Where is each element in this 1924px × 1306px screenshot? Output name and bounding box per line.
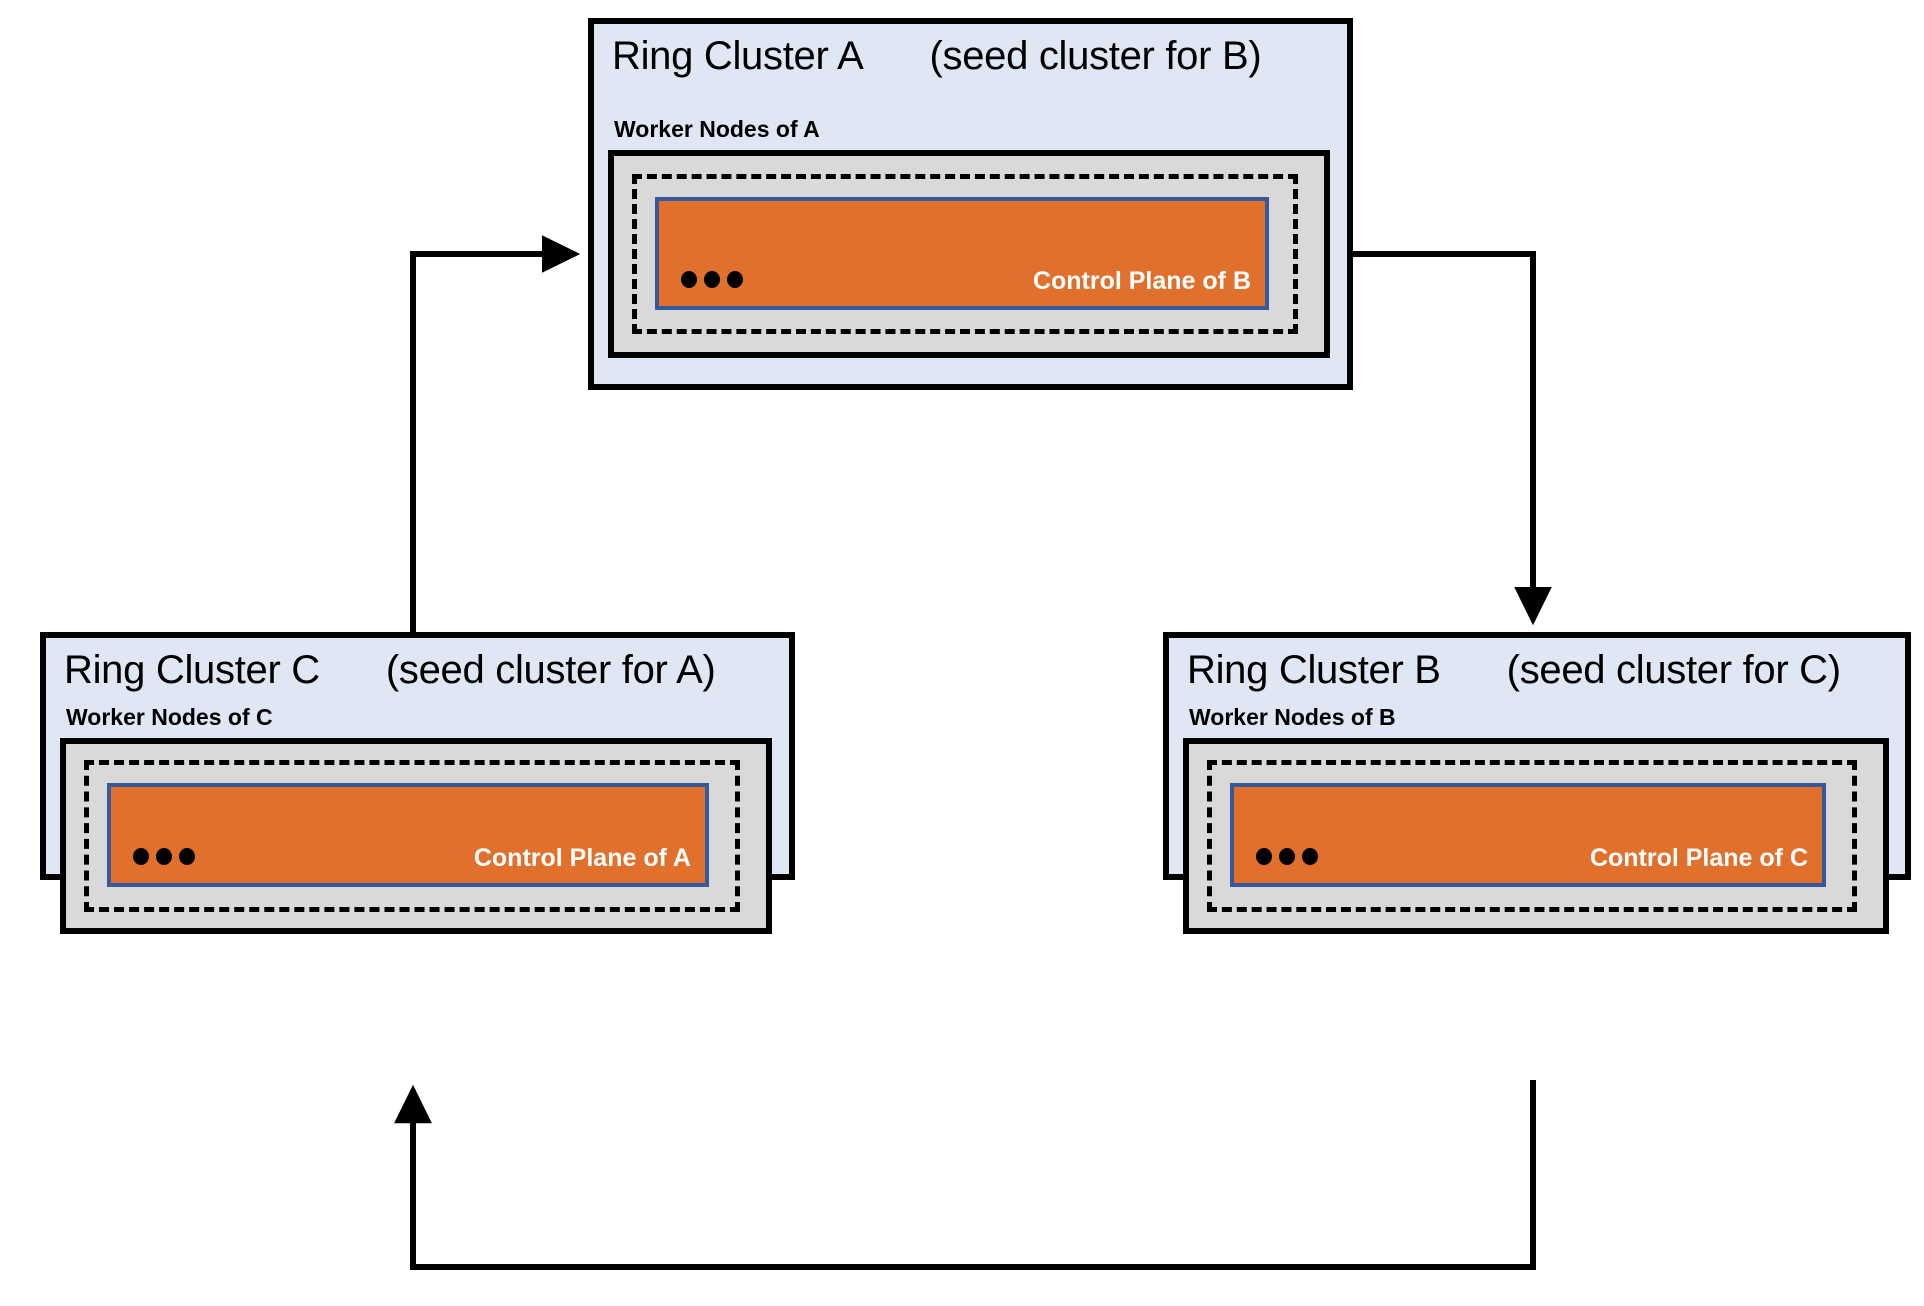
cluster-b-worker-label: Worker Nodes of B	[1189, 704, 1396, 730]
cluster-b-name: Ring Cluster B	[1187, 648, 1441, 692]
cluster-c-worker-label: Worker Nodes of C	[66, 704, 273, 730]
cluster-c-title: Ring Cluster C (seed cluster for A)	[64, 648, 716, 693]
cluster-c-control-plane[interactable]: Control Plane of A	[107, 783, 709, 887]
cluster-a-worker-box: Control Plane of B	[608, 150, 1330, 358]
cluster-c-name: Ring Cluster C	[64, 648, 320, 692]
cluster-b-more-nodes-ellipsis-icon	[1256, 848, 1318, 865]
cluster-a[interactable]: Ring Cluster A (seed cluster for B) Worke…	[588, 18, 1353, 390]
cluster-b-node: Control Plane of C	[1207, 760, 1857, 912]
cluster-c-more-nodes-ellipsis-icon	[133, 848, 195, 865]
cluster-c-seed-note: (seed cluster for A)	[385, 648, 716, 692]
cluster-a-node: Control Plane of B	[632, 174, 1298, 334]
cluster-c-worker-box: Control Plane of A	[60, 738, 772, 934]
cluster-a-more-nodes-ellipsis-icon	[681, 271, 743, 288]
cluster-c[interactable]: Ring Cluster C (seed cluster for A) Worke…	[40, 632, 795, 934]
cluster-b-control-plane[interactable]: Control Plane of C	[1230, 783, 1826, 887]
cluster-b-control-plane-label: Control Plane of C	[1589, 844, 1808, 872]
arrow-b-to-c	[394, 1080, 1536, 1270]
cluster-c-node: Control Plane of A	[84, 760, 740, 912]
arrow-c-to-a	[410, 235, 581, 634]
cluster-c-control-plane-label: Control Plane of A	[473, 844, 691, 872]
cluster-a-title: Ring Cluster A (seed cluster for B)	[612, 34, 1262, 79]
cluster-a-control-plane[interactable]: Control Plane of B	[655, 197, 1269, 310]
cluster-a-name: Ring Cluster A	[612, 34, 864, 78]
cluster-a-seed-note: (seed cluster for B)	[929, 34, 1262, 78]
cluster-b-worker-box: Control Plane of C	[1183, 738, 1889, 934]
cluster-b-seed-note: (seed cluster for C)	[1506, 648, 1841, 692]
cluster-b[interactable]: Ring Cluster B (seed cluster for C) Worke…	[1163, 632, 1911, 934]
cluster-b-title: Ring Cluster B (seed cluster for C)	[1187, 648, 1841, 693]
arrow-a-to-b	[1353, 251, 1552, 626]
cluster-a-worker-label: Worker Nodes of A	[614, 116, 820, 142]
cluster-a-control-plane-label: Control Plane of B	[1032, 267, 1251, 295]
